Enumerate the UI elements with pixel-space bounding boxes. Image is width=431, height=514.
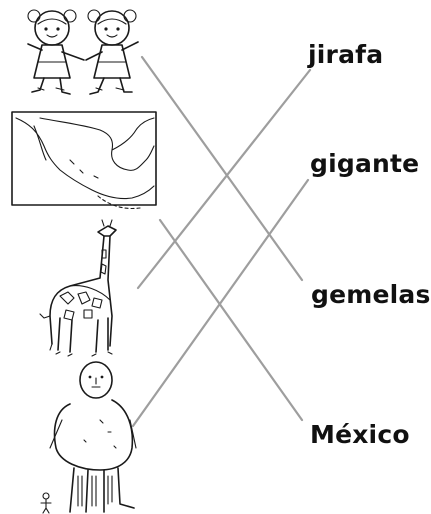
twin-left (27, 9, 85, 95)
connector-map-mexico (158, 218, 304, 422)
word-gemelas[interactable]: gemelas (311, 280, 431, 309)
connector-twins-gemelas (140, 55, 304, 282)
connector-giraffe-jirafa (136, 68, 312, 290)
mexico-map-picture[interactable] (11, 111, 157, 210)
connector-giant-gigante (131, 178, 310, 428)
giraffe-picture[interactable] (39, 219, 117, 357)
giant-picture[interactable] (40, 361, 137, 514)
connector-lines (131, 55, 312, 428)
twin-right (85, 9, 139, 95)
word-jirafa[interactable]: jirafa (308, 40, 384, 69)
twins-picture[interactable] (27, 9, 139, 95)
word-gigante[interactable]: gigante (310, 149, 420, 178)
word-mexico[interactable]: México (310, 420, 410, 449)
